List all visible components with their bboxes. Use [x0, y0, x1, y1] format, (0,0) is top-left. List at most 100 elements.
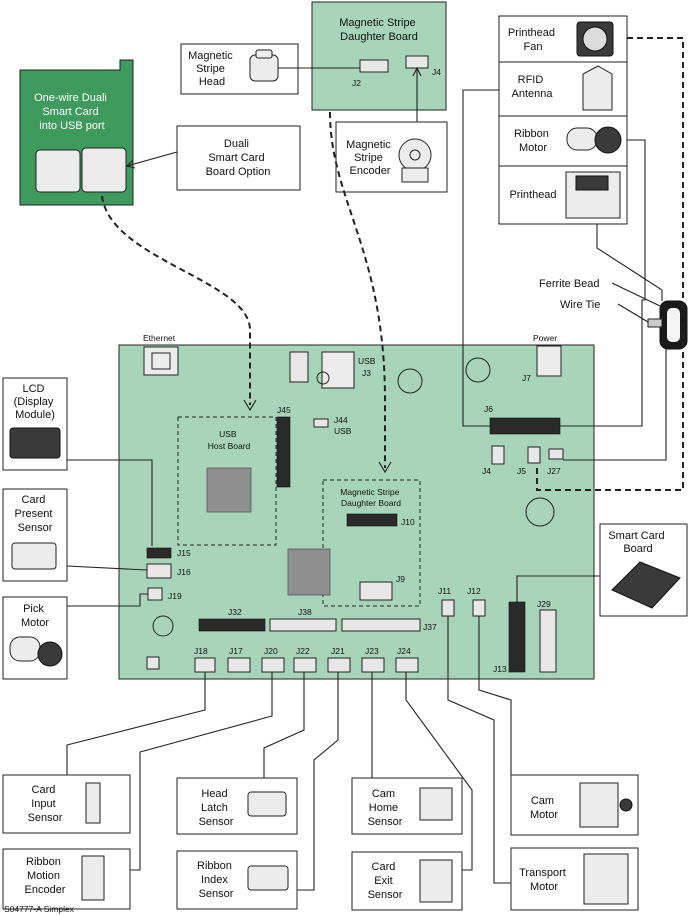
svg-text:Card Input Sensor: Card Input Sensor [28, 784, 63, 824]
printhead-fan: Printhead Fan [498, 15, 628, 63]
svg-text:Printhead: Printhead [509, 189, 556, 201]
j2-connector [359, 59, 389, 73]
mag-stripe-head: Magnetic Stripe Head [180, 43, 299, 95]
j5-label: J5 [517, 466, 526, 476]
cam-motor: Cam Motor [510, 774, 639, 836]
card-exit-icon [419, 859, 453, 903]
svg-text:Card Exit Sensor: Card Exit Sensor [368, 861, 403, 901]
duali-card-label: One-wire Duali Smart Card into USB port [34, 92, 110, 132]
ethernet-label: Ethernet [143, 333, 176, 343]
mag-stripe-daughter-title: Magnetic Stripe Daughter Board [339, 17, 419, 43]
j22-label: J22 [296, 646, 310, 656]
card-present-sensor: Card Present Sensor [2, 488, 68, 582]
svg-text:Ribbon Index Senso: Ribbon Index Sensor [197, 860, 235, 900]
j32-connector [198, 618, 266, 632]
j45-label: J45 [277, 405, 291, 415]
footer-label: S04777-A Simplex [4, 904, 75, 914]
j12-connector [472, 599, 486, 617]
j13-label: J13 [493, 664, 507, 674]
j16-label: J16 [177, 567, 191, 577]
usb-j3-label: USB J3 [358, 356, 378, 378]
j24-connector [395, 657, 419, 673]
smart-card-board: Smart Card Board [599, 523, 688, 617]
wire-tie-label: Wire Tie [560, 299, 600, 311]
usb-port-icon [35, 149, 81, 193]
ferrite-bead-label: Ferrite Bead [539, 278, 600, 290]
card-input-icon [85, 782, 101, 824]
svg-text:Smart Card Board: Smart Card Board [608, 530, 667, 555]
j38-connector [269, 618, 337, 632]
power-jack [536, 345, 562, 377]
head-latch-icon [247, 791, 287, 817]
j6-label: J6 [484, 404, 493, 414]
j17-label: J17 [229, 646, 243, 656]
j4-top-label: J4 [432, 67, 441, 77]
j27-connector [548, 448, 564, 460]
j16-connector [146, 563, 172, 579]
card-exit-sensor: Card Exit Sensor [351, 851, 463, 911]
usb-host-board-area [177, 416, 277, 546]
j45-connector [276, 416, 291, 488]
j4-connector [491, 445, 505, 465]
j24-label: J24 [397, 646, 411, 656]
svg-text:Magnetic Stripe En: Magnetic Stripe Encoder [346, 139, 394, 177]
j12-label: J12 [467, 586, 481, 596]
mag-stripe-daughter-board-top: Magnetic Stripe Daughter Board J2 J4 [311, 1, 447, 111]
svg-text:Duali Smart Card B: Duali Smart Card Board Option [206, 138, 271, 178]
j37-connector [341, 618, 421, 632]
j15-label: J15 [177, 548, 191, 558]
j4-top-connector [405, 55, 429, 69]
svg-text:Cam Motor: Cam Motor [530, 795, 558, 821]
lcd-icon [9, 427, 61, 459]
j18-label: J18 [194, 646, 208, 656]
svg-text:Cam Home Sensor: Cam Home Sensor [368, 788, 403, 828]
j10-label: J10 [401, 517, 415, 527]
svg-text:Ribbon Motor: Ribbon Motor [514, 128, 552, 154]
svg-text:Card Present Senso: Card Present Sensor [15, 494, 56, 534]
card-input-sensor: Card Input Sensor [2, 774, 131, 834]
ribbon-motor: Ribbon Motor [498, 115, 628, 167]
duali-board-option: Duali Smart Card Board Option [176, 125, 301, 191]
pick-motor: Pick Motor [2, 596, 68, 680]
j21-connector [327, 657, 351, 673]
ribbon-motor-icon [566, 127, 598, 151]
j5-connector [527, 446, 541, 464]
head-latch-sensor: Head Latch Sensor [176, 777, 298, 835]
j37-label: J37 [423, 622, 437, 632]
usb-host-chip [206, 467, 252, 513]
cam-home-sensor: Cam Home Sensor [351, 777, 463, 835]
motor-icon [9, 636, 41, 662]
j38-label: J38 [298, 607, 312, 617]
j15-connector [146, 547, 172, 559]
ribbon-encoder-icon [81, 855, 105, 901]
j17-connector [227, 657, 251, 673]
mag-head-icon [249, 54, 279, 82]
j18-connector [194, 657, 216, 673]
mag-daughter-label: Magnetic Stripe Daughter Board [340, 487, 401, 508]
printhead: Printhead [498, 165, 628, 225]
svg-text:Transport Motor: Transport Motor [519, 867, 569, 893]
j19-connector [147, 587, 163, 601]
j11-label: J11 [438, 586, 451, 596]
cam-home-icon [419, 787, 453, 821]
mag-stripe-encoder: Magnetic Stripe Encoder [335, 121, 448, 193]
mag-chip [287, 548, 331, 596]
ribbon-index-sensor: Ribbon Index Sensor [176, 850, 298, 910]
j44-label: J44 USB [334, 415, 352, 436]
j29-label: J29 [537, 599, 551, 609]
j9-label: J9 [396, 574, 405, 584]
svg-text:LCD (Display Modul: LCD (Display Module) [14, 383, 57, 421]
j7-label: J7 [522, 373, 531, 383]
encoder-icon [398, 138, 432, 172]
j9-connector [359, 581, 393, 601]
j22-connector [293, 657, 317, 673]
j6-connector [489, 417, 561, 435]
smart-card-icon [611, 561, 681, 609]
power-label: Power [533, 333, 557, 343]
j11-connector [441, 599, 455, 617]
svg-text:Ribbon Motion Enco: Ribbon Motion Encoder [25, 856, 66, 896]
j19-label: J19 [168, 591, 182, 601]
usb-host-label: USB Host Board [208, 429, 251, 451]
ribbon-motion-encoder: Ribbon Motion Encoder [2, 848, 131, 910]
